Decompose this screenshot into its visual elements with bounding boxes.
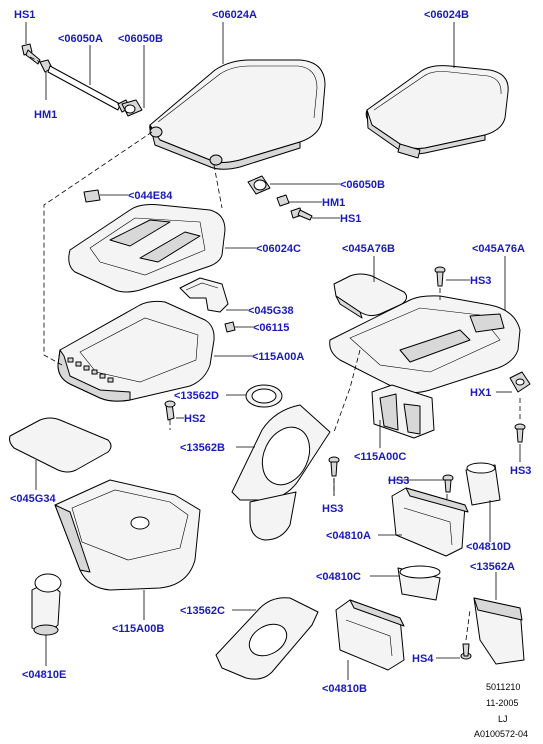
- liner-045g34: [9, 417, 112, 473]
- screw-hs3-c: [328, 456, 340, 477]
- callout-04810d: <04810D: [466, 541, 511, 553]
- callout-06050b-mid: <06050B: [340, 179, 385, 191]
- callout-hs3-c: HS3: [322, 503, 343, 515]
- callout-06024a: <06024A: [212, 9, 257, 21]
- trim-13562c: [215, 597, 319, 680]
- callout-045g34: <045G34: [10, 493, 56, 505]
- assembly-lines: [29, 56, 521, 641]
- callout-04810e: <04810E: [22, 669, 66, 681]
- callout-06050b-top: <06050B: [118, 33, 163, 45]
- fastener-hx1: [509, 371, 531, 393]
- callout-hs3-a: HS3: [470, 275, 491, 287]
- leader-lines: [25, 22, 521, 680]
- ring-13562d: [245, 384, 283, 408]
- hinge-bushing-06050b-mid: [247, 175, 271, 195]
- callout-hs2: HS2: [184, 413, 205, 425]
- screw-hs3-b: [514, 423, 526, 443]
- footer-initials: LJ: [498, 714, 508, 724]
- callout-hs1-mid: HS1: [340, 213, 361, 225]
- callout-045g38: <045G38: [248, 305, 294, 317]
- screw-hs1-top: [21, 43, 41, 65]
- callout-04810c: <04810C: [316, 571, 361, 583]
- callout-hs3-d: HS3: [388, 475, 409, 487]
- callout-labels: HS1 <06050A <06050B <06024A <06024B HM1 …: [10, 9, 531, 695]
- console-top-045a76a: [329, 295, 521, 394]
- hinge-bushing-06050b-top: [121, 99, 143, 117]
- callout-06024c: <06024C: [256, 243, 301, 255]
- tray-06024c: [68, 204, 226, 293]
- callout-04810b: <04810B: [322, 683, 367, 695]
- callout-115a00a: <115A00A: [252, 351, 304, 363]
- hinge-pin-06050a: [39, 59, 131, 113]
- callout-045a76a: <045A76A: [472, 243, 525, 255]
- bracket-13562a: [473, 597, 525, 665]
- diagram-footer: 5011210 11-2005 LJ A0100572-04: [474, 682, 528, 739]
- label-044e84: [83, 189, 101, 203]
- callout-hs4: HS4: [412, 653, 434, 665]
- cover-045a76b: [333, 273, 408, 319]
- housing-115a00c: [371, 384, 435, 439]
- lighter-04810e: [31, 573, 62, 636]
- holder-04810b: [335, 599, 405, 671]
- screw-hs1-mid: [290, 207, 313, 221]
- callout-hx1: HX1: [470, 387, 491, 399]
- housing-115a00a: [57, 300, 215, 402]
- bracket-045g38: [179, 277, 229, 313]
- clip-06115: [224, 321, 236, 333]
- callout-13562d: <13562D: [174, 390, 219, 402]
- screw-hs2: [164, 400, 176, 421]
- armrest-lid-06024b: [365, 65, 509, 159]
- footer-ref: A0100572-04: [474, 729, 528, 739]
- insert-04810c: [397, 565, 441, 601]
- callout-hs1-top: HS1: [14, 9, 35, 21]
- housing-vents: [67, 357, 114, 383]
- callout-13562b: <13562B: [180, 442, 225, 454]
- screw-hs3-d: [442, 474, 454, 493]
- callout-13562a: <13562A: [470, 561, 515, 573]
- callout-115a00b: <115A00B: [112, 623, 164, 635]
- callout-hm1-left: HM1: [34, 109, 57, 121]
- callout-13562c: <13562C: [180, 605, 225, 617]
- callout-06115: <06115: [253, 322, 289, 334]
- holder-04810a: [391, 487, 469, 557]
- callout-06050a: <06050A: [58, 33, 103, 45]
- screw-hs4: [460, 643, 472, 660]
- callout-hm1-mid: HM1: [322, 197, 345, 209]
- footer-code: 5011210: [486, 682, 520, 692]
- footer-date: 11-2005: [486, 698, 518, 708]
- callout-115a00c: <115A00C: [354, 451, 406, 463]
- screw-hs3-a: [434, 266, 446, 287]
- fastener-hm1-mid: [276, 194, 290, 207]
- callout-045a76b: <045A76B: [342, 243, 395, 255]
- callout-04810a: <04810A: [326, 530, 371, 542]
- callout-hs3-b: HS3: [510, 465, 531, 477]
- bin-115a00b: [54, 479, 201, 591]
- cup-04810d: [465, 462, 501, 506]
- callout-06024b: <06024B: [424, 9, 469, 21]
- callout-044e84: <044E84: [128, 190, 173, 202]
- cup-holder-trim-13562b: [231, 404, 331, 541]
- armrest-lid-06024a: [149, 59, 326, 170]
